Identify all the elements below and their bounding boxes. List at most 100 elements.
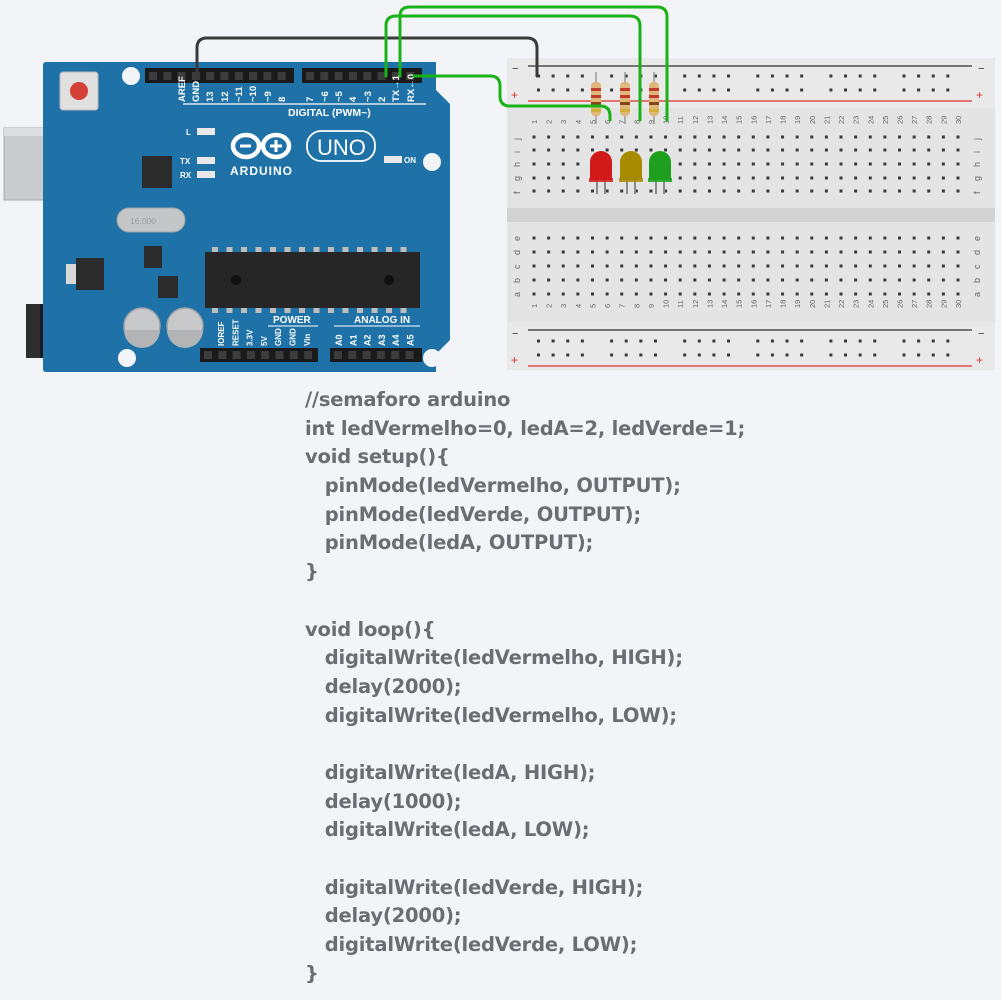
- breadboard-hole: [781, 176, 785, 180]
- header-hole: [204, 351, 212, 359]
- led-tx-label: TX: [180, 157, 191, 166]
- rail-hole: [946, 353, 950, 357]
- rail-hole: [624, 339, 628, 343]
- rail-hole: [580, 339, 584, 343]
- breadboard-hole: [678, 250, 682, 254]
- breadboard-hole: [956, 162, 960, 166]
- breadboard-hole: [620, 264, 624, 268]
- column-label: 4: [574, 120, 583, 124]
- breadboard-hole: [634, 250, 638, 254]
- led-on-label: ON: [404, 156, 416, 165]
- code-line: [305, 587, 985, 616]
- column-label: 26: [896, 116, 905, 124]
- leds: [589, 151, 672, 194]
- breadboard-hole: [781, 162, 785, 166]
- row-label: b: [972, 278, 982, 283]
- column-label: 25: [881, 300, 890, 308]
- code-line: [305, 845, 985, 874]
- led-red: [589, 151, 613, 194]
- header-hole: [348, 72, 357, 80]
- breadboard-hole: [898, 135, 901, 139]
- rail-hole: [858, 353, 862, 357]
- chip-pin: [371, 247, 378, 252]
- header-top-right: [302, 68, 422, 83]
- breadboard-hole: [824, 250, 828, 254]
- breadboard-hole: [620, 148, 624, 152]
- column-label: 1: [530, 120, 539, 124]
- breadboard-hole: [810, 162, 814, 166]
- chip-pin: [371, 308, 378, 313]
- rail-hole: [683, 353, 687, 357]
- rail-minus-top: −: [512, 63, 518, 75]
- breadboard-hole: [649, 236, 653, 240]
- chip-pin: [386, 308, 392, 313]
- breadboard-hole: [576, 250, 580, 254]
- breadboard-hole: [941, 189, 945, 193]
- breadboard-hole: [590, 236, 594, 240]
- breadboard-hole: [854, 264, 858, 268]
- column-label: 29: [939, 300, 948, 308]
- chip-pin: [299, 247, 305, 252]
- breadboard-hole: [810, 176, 814, 180]
- breadboard-hole: [883, 135, 887, 139]
- analog-pin-label: A5: [406, 334, 416, 346]
- chip-pin: [400, 247, 407, 252]
- breadboard-hole: [839, 264, 843, 268]
- column-label: 13: [705, 116, 714, 124]
- header-hole: [405, 351, 414, 359]
- breadboard-hole: [664, 278, 668, 282]
- breadboard-hole: [781, 236, 785, 240]
- breadboard-hole: [912, 162, 916, 166]
- breadboard-hole: [868, 264, 872, 268]
- breadboard-hole: [824, 176, 828, 180]
- breadboard-hole: [810, 292, 814, 296]
- rail-minus-bottom: −: [512, 328, 518, 340]
- breadboard-hole: [810, 189, 814, 193]
- pin-label: AREF: [177, 76, 188, 102]
- breadboard-hole: [766, 278, 770, 282]
- rail-hole: [917, 88, 921, 92]
- breadboard-hole: [532, 278, 536, 282]
- breadboard-hole: [737, 189, 741, 193]
- rail-minus-bottom-right: −: [978, 328, 984, 340]
- breadboard-hole: [824, 162, 828, 166]
- chip-pin: [226, 308, 233, 313]
- breadboard-hole: [649, 135, 653, 139]
- row-label: h: [512, 162, 522, 167]
- breadboard-hole: [751, 162, 755, 166]
- breadboard-hole: [590, 292, 594, 296]
- power-label: POWER: [273, 315, 312, 326]
- header-hole: [234, 72, 243, 80]
- rail-hole: [858, 74, 862, 78]
- code-line: digitalWrite(ledA, LOW);: [305, 818, 590, 842]
- breadboard-hole: [898, 176, 901, 180]
- rail-hole: [537, 353, 540, 357]
- breadboard-hole: [547, 148, 551, 152]
- column-label: 15: [735, 300, 744, 308]
- rail-hole: [727, 353, 731, 357]
- header-hole: [177, 72, 186, 80]
- rail-hole: [917, 353, 921, 357]
- column-label: 11: [676, 116, 685, 124]
- header-hole: [334, 72, 343, 80]
- chip-pin: [212, 247, 218, 252]
- header-hole: [249, 72, 258, 80]
- pin-label: 2: [377, 97, 388, 102]
- rail-hole: [800, 353, 804, 357]
- analog-pin-label: A1: [348, 334, 358, 346]
- pin-label: ~3: [363, 91, 374, 102]
- breadboard-hole: [649, 292, 653, 296]
- rail-hole: [917, 74, 921, 78]
- breadboard-hole: [956, 292, 960, 296]
- breadboard-hole: [707, 236, 711, 240]
- header-hole: [275, 351, 284, 359]
- breadboard-hole: [898, 162, 901, 166]
- breadboard-hole: [766, 264, 770, 268]
- breadboard-hole: [664, 135, 668, 139]
- breadboard-hole: [941, 162, 945, 166]
- breadboard-hole: [590, 278, 594, 282]
- breadboard-hole: [620, 236, 624, 240]
- breadboard-hole: [532, 135, 536, 139]
- rail-hole: [537, 88, 540, 92]
